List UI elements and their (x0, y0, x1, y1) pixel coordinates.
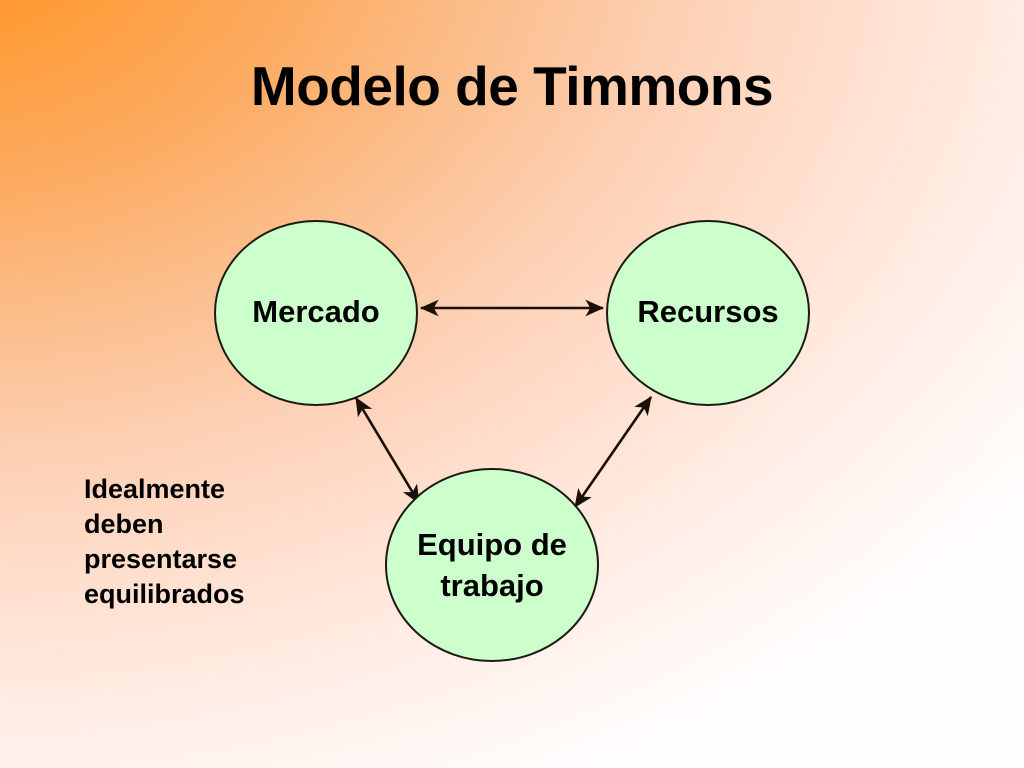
node-mercado[interactable]: Mercado (214, 220, 418, 406)
caption-line-3: presentarse (84, 544, 238, 575)
node-equipo-de-trabajo-label-line2: trabajo (440, 568, 543, 603)
page-title: Modelo de Timmons (250, 55, 774, 117)
node-mercado-label: Mercado (252, 294, 379, 329)
connector-group (354, 299, 653, 508)
connector-mercado-equipo (354, 397, 421, 504)
node-equipo-de-trabajo-shape[interactable] (385, 468, 599, 662)
node-recursos[interactable]: Recursos (606, 220, 810, 406)
node-equipo-de-trabajo[interactable]: Equipo de trabajo (385, 468, 599, 662)
caption-line-1: Idealmente (84, 474, 226, 504)
node-recursos-label: Recursos (637, 294, 778, 329)
connector-recursos-equipo (573, 396, 653, 508)
caption-line-4: equilibrados (84, 579, 245, 610)
node-mercado-shape[interactable] (214, 220, 418, 406)
caption-block: Idealmente deben presentarse equilibrado… (84, 472, 374, 612)
node-equipo-de-trabajo-label-line1: Equipo de (417, 527, 567, 562)
node-recursos-shape[interactable] (606, 220, 810, 406)
caption-line-2: deben (84, 509, 164, 540)
